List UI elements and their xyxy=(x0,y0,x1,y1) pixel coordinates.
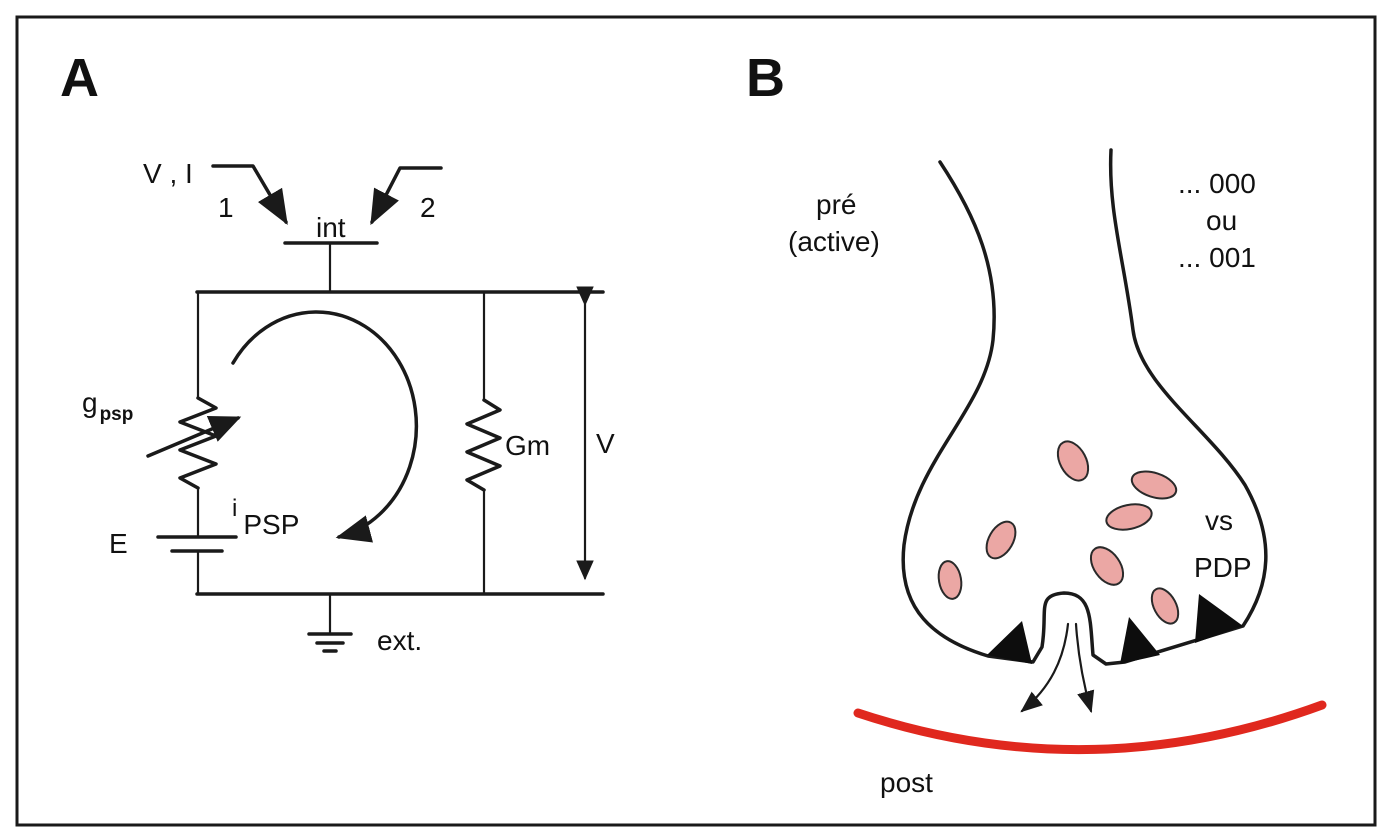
ground-icon xyxy=(307,632,353,653)
v-label: V xyxy=(596,428,615,459)
active-zone-1 xyxy=(987,621,1032,664)
code-line-2: ou xyxy=(1206,205,1237,236)
panel-a-letter: A xyxy=(60,48,99,108)
post-label: post xyxy=(880,767,933,798)
pre-active-label: (active) xyxy=(788,226,880,257)
probe-label: V , I xyxy=(143,158,193,189)
panel-b-letter: B xyxy=(746,48,785,108)
code-line-3: ... 001 xyxy=(1178,242,1256,273)
presynaptic-terminal xyxy=(901,148,1268,666)
postsynaptic-membrane xyxy=(853,700,1327,755)
gm-resistor-icon xyxy=(465,398,502,492)
electrode-1-wire xyxy=(211,164,288,226)
electrode-1-label: 1 xyxy=(218,192,234,223)
vesicle xyxy=(985,520,1017,560)
int-label: int xyxy=(316,212,346,243)
pre-label: pré xyxy=(816,189,856,220)
vesicle xyxy=(1056,440,1090,482)
electrode-2-label: 2 xyxy=(420,192,436,223)
panel-b: B pré (active) ... 000 ou ... 001 vs PDP… xyxy=(746,48,1327,798)
figure-frame xyxy=(15,15,1377,827)
electrode-2-wire xyxy=(370,166,443,226)
ipsp-current-arrow xyxy=(231,310,419,543)
active-zone-2 xyxy=(1120,617,1160,664)
active-zone-3 xyxy=(1195,594,1243,643)
variable-arrow xyxy=(146,415,242,458)
e-label: E xyxy=(109,528,128,559)
vesicle xyxy=(1150,587,1180,625)
vesicle xyxy=(1105,503,1153,531)
gpsp-resistor-icon xyxy=(178,396,218,490)
vesicle xyxy=(1130,470,1178,500)
vs-label: vs xyxy=(1205,505,1233,536)
pdp-label: PDP xyxy=(1194,552,1252,583)
gm-label: Gm xyxy=(505,430,550,461)
code-line-1: ... 000 xyxy=(1178,168,1256,199)
release-arrow-right xyxy=(1074,622,1095,714)
vesicle xyxy=(937,560,963,600)
release-arrow-left xyxy=(1020,622,1070,713)
vesicle xyxy=(1089,546,1125,586)
ext-label: ext. xyxy=(377,625,422,656)
ipsp-label: iPSP xyxy=(232,495,299,540)
